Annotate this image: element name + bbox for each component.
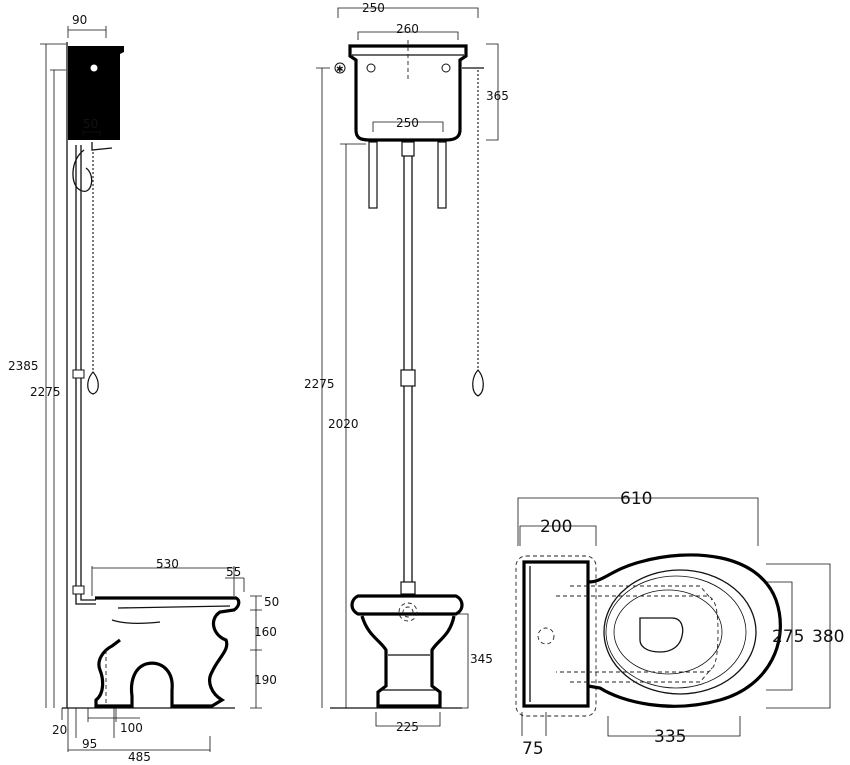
side-dim-cistern-height: 2275 [30, 385, 61, 399]
top-internal-dash [556, 595, 719, 673]
front-dim-pedestal-width: 225 [396, 720, 419, 734]
top-dim-seat-width: 275 [772, 627, 804, 647]
side-dim-depth-total: 485 [128, 750, 151, 764]
side-dim-pipe-offset: 50 [83, 117, 98, 131]
top-dims [517, 497, 831, 737]
front-brackets [368, 141, 447, 209]
top-view: 610 200 275 380 75 335 [515, 489, 844, 759]
front-cistern: ✱ [334, 40, 484, 142]
top-dim-bowl-width: 380 [812, 627, 844, 647]
side-bowl [94, 596, 241, 708]
top-dim-total-length: 610 [620, 489, 652, 509]
top-seat-opening [613, 589, 723, 675]
side-pull-chain [87, 152, 99, 395]
top-dim-wall-offset: 75 [522, 739, 544, 759]
side-dim-rim-overhang: 55 [226, 565, 241, 579]
front-dim-cistern-outer: 250 [362, 1, 385, 15]
side-dim-bowl-mid: 160 [254, 625, 277, 639]
front-dim-cistern-drop: 365 [486, 89, 509, 103]
side-dim-outlet-height: 190 [254, 673, 277, 687]
top-bowl-rim [603, 569, 757, 695]
front-pull-chain [472, 70, 484, 397]
side-flush-pipe [72, 145, 96, 605]
top-dim-bowl-length: 335 [654, 727, 686, 747]
top-tank-outline [515, 555, 597, 717]
front-dim-bracket-spacing: 250 [396, 116, 419, 130]
front-flush-pipe [400, 141, 416, 595]
front-dim-pipe-height: 2020 [328, 417, 359, 431]
side-cistern [68, 46, 124, 151]
top-outlet-dash [537, 627, 555, 645]
side-dim-rim-height: 50 [264, 595, 279, 609]
top-back-block [522, 560, 590, 708]
top-dim-tank-depth: 200 [540, 517, 572, 537]
side-dims [40, 26, 262, 752]
front-dim-cistern-width: 260 [396, 22, 419, 36]
side-dim-cistern-depth: 90 [72, 13, 87, 27]
front-dim-cistern-height: 2275 [304, 377, 335, 391]
side-dim-wall-gap: 20 [52, 723, 67, 737]
front-dims [316, 7, 499, 727]
svg-text:✱: ✱ [336, 65, 344, 75]
top-bowl-outline [587, 553, 782, 708]
side-dim-total-height: 2385 [8, 359, 39, 373]
top-waste-outlet [639, 617, 684, 653]
side-view: 90 50 2385 2275 530 55 50 160 190 20 95 … [8, 13, 279, 764]
front-dim-bowl-height: 345 [470, 652, 493, 666]
side-dim-outlet-center: 95 [82, 737, 97, 751]
side-dim-bowl-length: 530 [156, 557, 179, 571]
front-bowl [350, 594, 464, 708]
front-view: ✱ [304, 1, 509, 734]
side-dim-outlet-width: 100 [120, 721, 143, 735]
